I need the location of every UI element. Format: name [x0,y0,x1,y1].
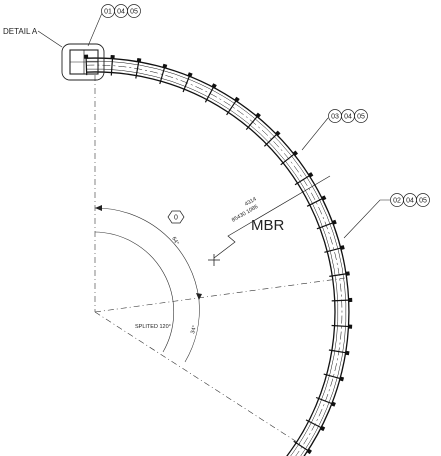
callout-bubble-upper-right: 03 04 05 [328,109,368,123]
radius-dim-line1: 4314 [244,196,258,207]
callout-leader-top [87,12,103,47]
callout-top-ref-2: 04 [117,9,125,16]
segment-flange-block [307,172,314,178]
arc-inner-flange [86,68,339,456]
callout-right-ref-1: 02 [393,198,401,205]
callout-top-ref-1: 01 [104,9,112,16]
construction-line-right [94,277,346,313]
callout-right-ref-3: 05 [419,198,427,205]
callout-leader-upper-right [301,117,329,151]
callout-upper-right-ref-3: 05 [357,114,365,121]
segment-flange-block [339,245,345,251]
segment-flange-block [292,150,299,157]
segment-flange-block [306,448,312,455]
segment-flange-block [274,130,281,137]
segment-flange-block [319,425,326,432]
segment-flange-block [162,63,168,69]
segment-flange-block [348,297,353,303]
callout-upper-right-ref-2: 04 [344,114,352,121]
segment-flange-block [347,324,353,329]
angle-label-split: SPLITED 120° [135,324,171,330]
segment-flange-block [110,54,115,60]
radius-dimension-line [213,175,331,259]
hexagon-marker-icon: 0 [167,210,185,224]
arc-segment-frames [84,54,353,455]
detail-box [61,43,105,81]
segment-flange-block [84,54,89,59]
arc-centerline [86,64,343,456]
segment-flange-block [187,72,193,78]
segment-flange-block [321,195,327,201]
angle-arc-lower [184,299,200,363]
callout-bubble-right: 02 04 05 [390,193,430,207]
segment-flange-block [255,112,261,119]
callout-upper-right-ref-1: 03 [331,114,339,121]
segment-flange-block [330,401,336,407]
centerline-arc [86,64,343,456]
angle-arc-outer [94,207,200,301]
angle-label-lower: 34° [190,325,198,335]
mbr-label: MBR [251,217,285,234]
arrowhead-right [196,293,202,300]
hexagon-marker-text: 0 [174,215,178,222]
segment-flange-block [345,271,350,276]
arc-outer-rail [86,57,350,456]
construction-line-lower [94,311,301,445]
callout-bubble-top: 01 04 05 [101,4,141,18]
callout-leader-right [343,199,390,239]
arc-inner-rail [86,71,336,456]
detail-leader [37,30,63,48]
segment-flange-block [211,83,217,89]
angle-label-inner: 64° [170,236,179,246]
segment-flange-block [136,57,142,63]
callout-right-ref-2: 04 [406,198,414,205]
arc-outer-flange [86,60,347,456]
detail-label: DETAIL A [3,27,38,36]
segment-flange-block [344,350,350,356]
segment-flange-block [339,376,345,382]
center-mark [208,254,220,266]
callout-top-ref-3: 05 [130,9,138,16]
segment-flange-block [331,219,337,225]
segment-flange-block [234,96,240,103]
angle-arc-inner [94,231,175,353]
curved-boom-arc [86,57,350,456]
arrowhead-left [95,205,102,211]
